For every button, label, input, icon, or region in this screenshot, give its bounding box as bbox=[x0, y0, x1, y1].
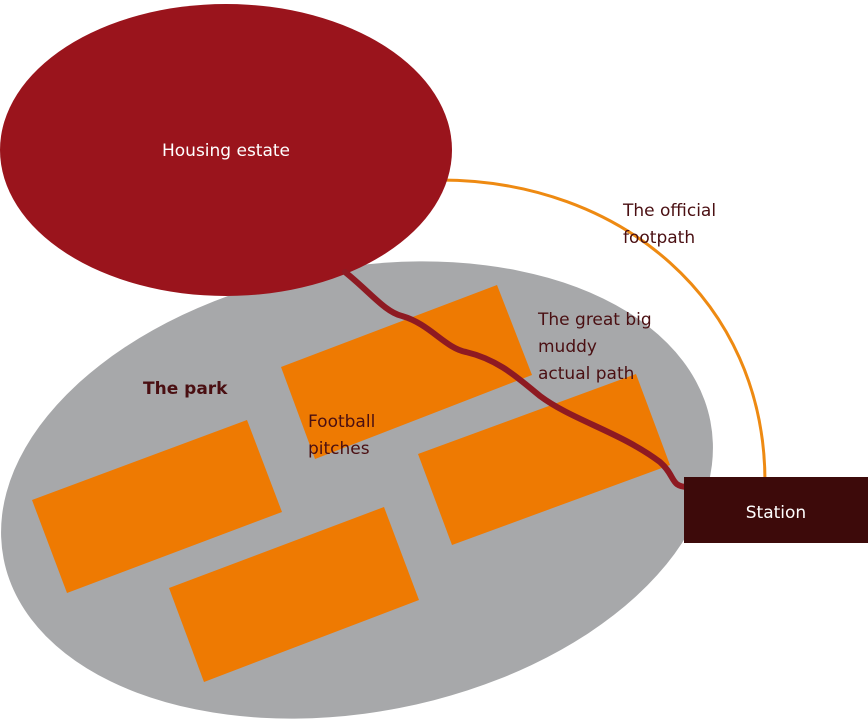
muddy-path-label: The great big muddy actual path bbox=[537, 310, 657, 384]
football-pitch bbox=[281, 285, 532, 459]
station-label: Station bbox=[746, 503, 806, 523]
station bbox=[684, 477, 868, 543]
football-pitches-label: Football pitches bbox=[308, 412, 381, 459]
football-pitch bbox=[418, 374, 670, 545]
football-pitch bbox=[169, 507, 419, 682]
muddy-path bbox=[342, 269, 691, 490]
official-footpath bbox=[439, 178, 767, 483]
housing-estate-label: Housing estate bbox=[162, 141, 290, 161]
housing-estate bbox=[0, 4, 452, 296]
football-pitch bbox=[32, 420, 282, 593]
park-label: The park bbox=[143, 379, 228, 399]
official-footpath-label: The official footpath bbox=[622, 201, 721, 248]
